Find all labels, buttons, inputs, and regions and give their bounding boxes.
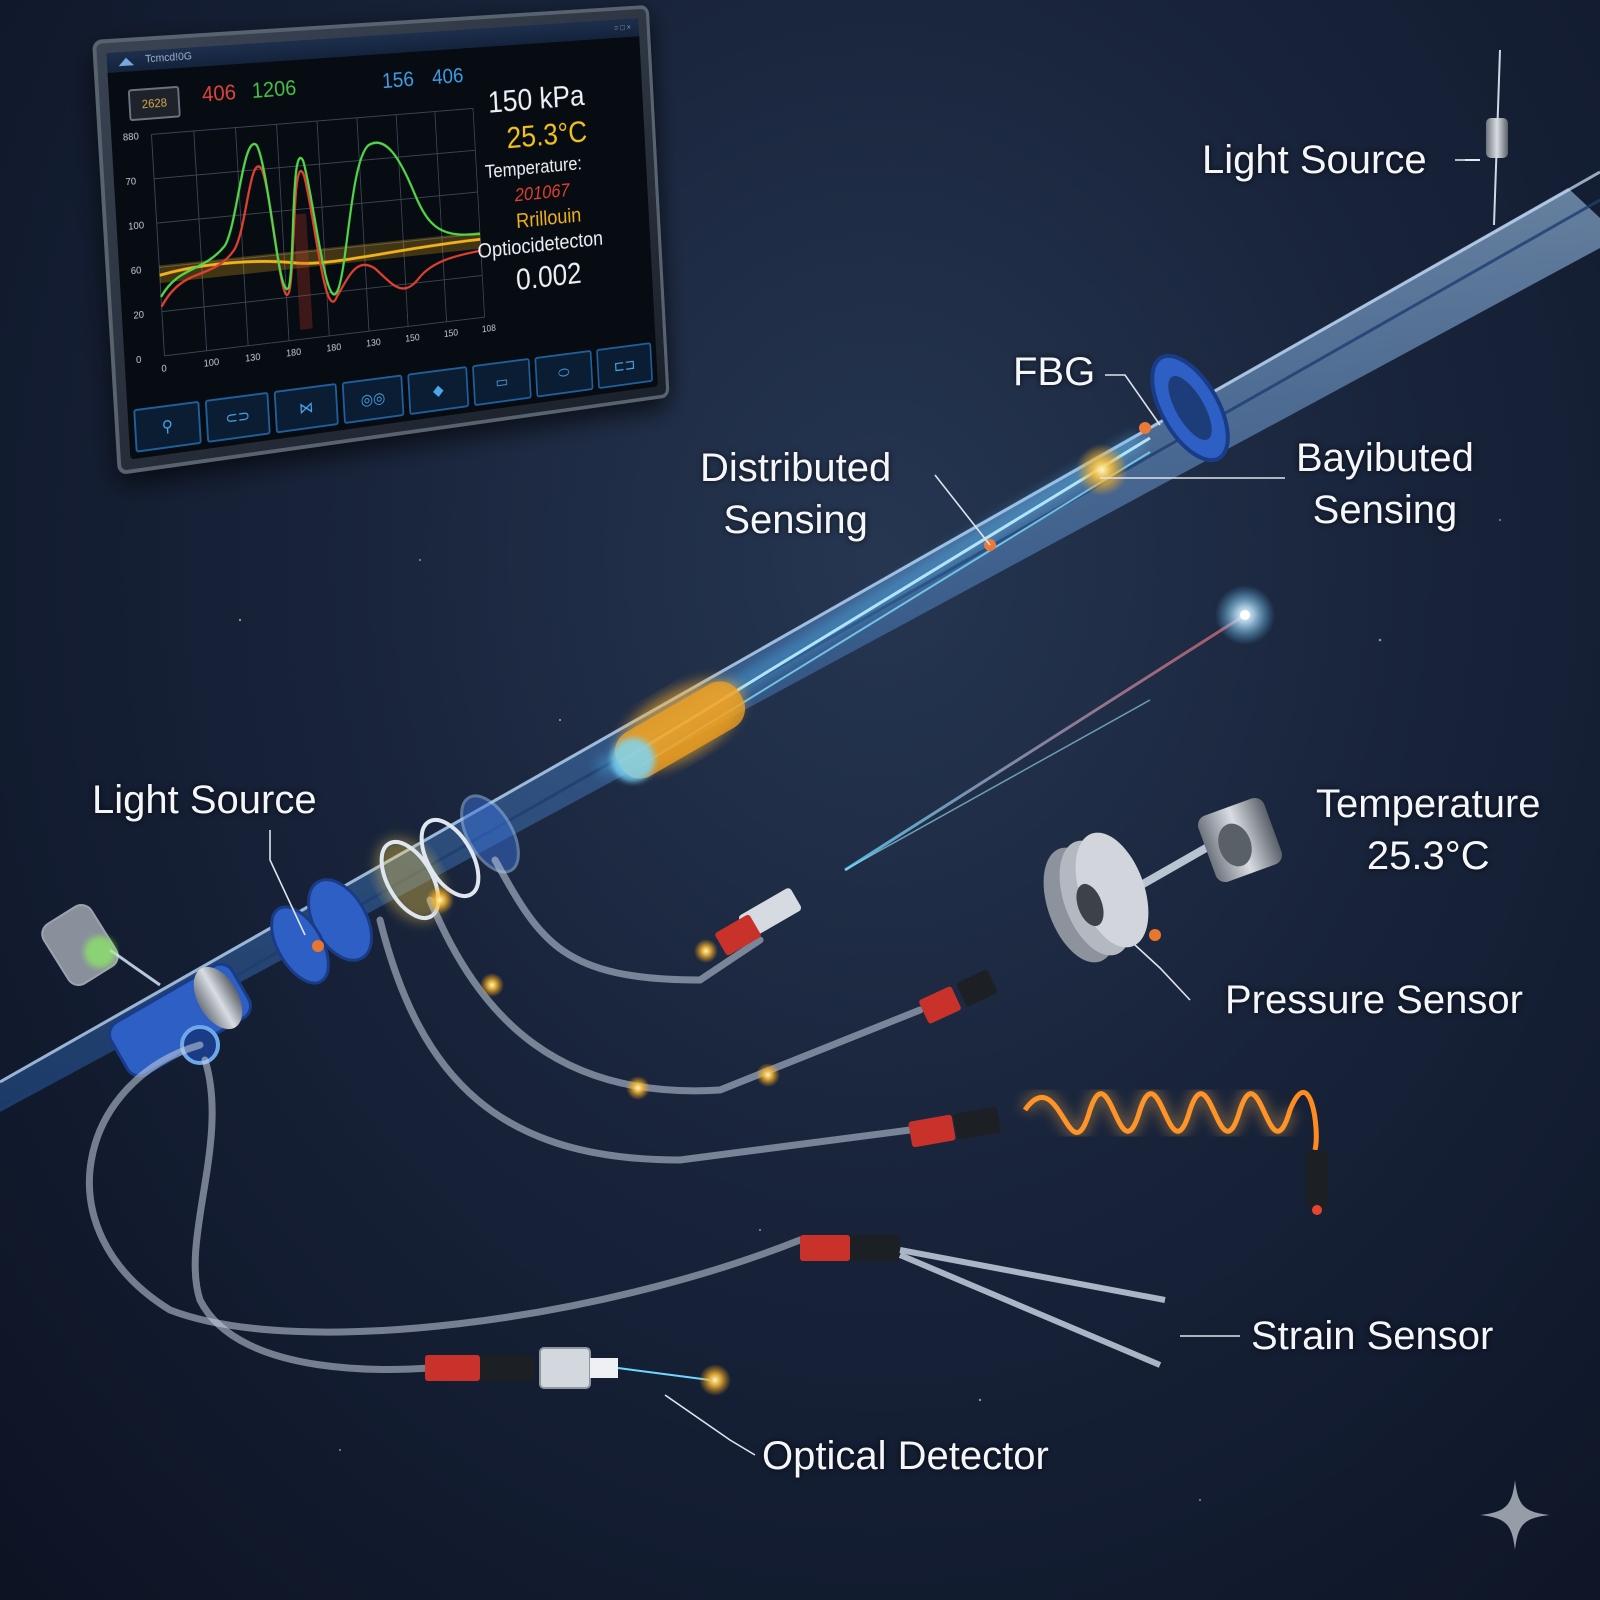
x-tick-label: 150 xyxy=(444,328,459,340)
leader-lines xyxy=(269,159,1470,1456)
label-strain-sensor: Strain Sensor xyxy=(1251,1314,1494,1358)
y-tick-label: 100 xyxy=(128,220,145,233)
light-beam xyxy=(844,585,1275,872)
grid-line xyxy=(435,112,447,322)
star-field xyxy=(238,519,1501,1501)
x-tick-label: 180 xyxy=(286,347,302,360)
plot-y-ticks: 880 70 100 60 20 0 xyxy=(123,131,145,367)
measured-value: 0.002 xyxy=(515,256,583,297)
left-clamp xyxy=(108,962,252,1078)
y-tick-label: 0 xyxy=(136,355,142,367)
grid-line xyxy=(154,150,475,179)
x-tick-label: 0 xyxy=(161,363,167,375)
diamond-icon[interactable]: ◆ xyxy=(407,366,469,416)
monitor-screen: Tcmcd!0G = □ × 2628 406 1206 156 406 880… xyxy=(106,18,659,460)
label-optical-detector: Optical Detector xyxy=(762,1434,1049,1478)
sparkle-icon xyxy=(1480,1480,1550,1550)
grid-line xyxy=(317,121,329,336)
x-tick-label: 150 xyxy=(405,332,420,344)
header-value-red: 406 xyxy=(201,79,237,107)
header-value-green: 1206 xyxy=(251,75,297,103)
label-light-source-left: Light Source xyxy=(92,778,317,822)
app-triangle-icon xyxy=(118,57,135,67)
label-pressure-sensor: Pressure Sensor xyxy=(1225,978,1523,1022)
capsule-icon[interactable]: ⬭ xyxy=(534,349,594,398)
temperature-readout: 25.3°C xyxy=(505,114,588,155)
grid-line xyxy=(194,131,207,351)
label-temperature: Temperature 25.3°C xyxy=(1316,782,1541,878)
header-value-blue-2: 406 xyxy=(431,63,464,90)
signal-plot: 880 70 100 60 20 0 0 100 130 180 180 130 150 150 108 xyxy=(123,94,497,375)
scrambled-value: 201067 xyxy=(514,180,570,206)
monitor-title: Tcmcd!0G xyxy=(144,50,193,66)
grid-line xyxy=(151,108,473,134)
light-source-top-device xyxy=(1465,49,1508,226)
grid-line xyxy=(151,134,164,355)
fbg-ring xyxy=(1150,353,1230,463)
sensor-cables xyxy=(85,836,1224,1373)
label-bayibuted-sensing: Bayibuted Sensing xyxy=(1296,436,1474,532)
plug-icon[interactable]: ⊏⊐ xyxy=(595,342,654,390)
optical-detection-label: Optiocidetecton xyxy=(476,226,604,263)
label-fbg: FBG xyxy=(1013,350,1096,394)
x-tick-label: 100 xyxy=(203,357,220,370)
light-source-left-device xyxy=(41,904,161,987)
grid-line xyxy=(357,118,369,331)
red-highlight xyxy=(293,213,313,330)
y-tick-label: 20 xyxy=(133,310,145,322)
coupler-rings xyxy=(270,794,520,985)
temperature-sensor-device xyxy=(1197,797,1283,883)
y-tick-label: 880 xyxy=(123,131,140,143)
cable-bead-lights xyxy=(426,886,780,1100)
grid-line xyxy=(164,317,484,356)
header-value-blue-1: 156 xyxy=(381,66,415,93)
label-distributed-sensing: Distributed Sensing xyxy=(700,446,892,542)
connector-icon[interactable]: ⚲ xyxy=(133,400,202,453)
grid-line xyxy=(162,275,482,311)
strain-sensor-device xyxy=(898,1247,1166,1368)
coil-sensor-device xyxy=(1019,1086,1328,1215)
status-chip[interactable]: 2628 xyxy=(127,85,181,122)
grid-line xyxy=(473,108,485,317)
battery-icon[interactable]: ▭ xyxy=(471,357,532,407)
fbg-spark xyxy=(984,422,1151,551)
connector-sleeves xyxy=(425,888,1001,1396)
link-icon[interactable]: ⊂⊃ xyxy=(204,391,271,443)
x-tick-label: 130 xyxy=(366,337,382,349)
window-controls[interactable]: = □ × xyxy=(613,22,632,33)
pressure-readout: 150 kPa xyxy=(486,78,586,120)
grid-line xyxy=(396,115,408,327)
glowing-capsule xyxy=(611,679,746,782)
glasses-icon[interactable]: ◎◎ xyxy=(341,374,405,425)
plot-x-ticks: 0 100 130 180 180 130 150 150 108 xyxy=(161,323,496,375)
pressure-sensor-device xyxy=(1043,832,1161,963)
label-light-source-top: Light Source xyxy=(1202,138,1427,182)
bowtie-icon[interactable]: ⋈ xyxy=(273,383,339,434)
x-tick-label: 130 xyxy=(245,352,261,365)
x-tick-label: 108 xyxy=(482,323,497,335)
grid-line xyxy=(277,124,289,341)
monitor-display: Tcmcd!0G = □ × 2628 406 1206 156 406 880… xyxy=(92,4,670,476)
x-tick-label: 180 xyxy=(326,342,342,355)
temperature-label: Temperature: xyxy=(484,153,583,183)
y-tick-label: 60 xyxy=(131,265,143,277)
y-tick-label: 70 xyxy=(125,176,137,188)
